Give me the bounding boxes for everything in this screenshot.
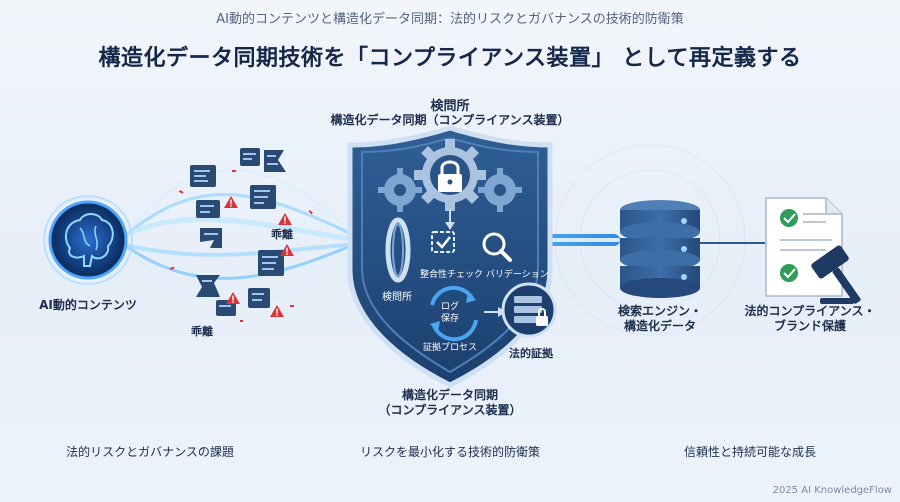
warning-icon bbox=[226, 292, 240, 304]
doc-fragment bbox=[258, 250, 284, 276]
validation-label: 整合性チェック バリデーション bbox=[420, 270, 549, 280]
shield-bottom-subtitle: （コンプライアンス装置） bbox=[378, 403, 522, 417]
database-label-2: 構造化データ bbox=[623, 319, 696, 333]
lock-icon bbox=[438, 160, 462, 192]
validation-check-icon bbox=[431, 231, 455, 253]
doc-fragment-broken bbox=[196, 275, 220, 297]
page-title: 構造化データ同期技術を「コンプライアンス装置」 として再定義する bbox=[98, 46, 802, 71]
warning-icons bbox=[224, 196, 294, 317]
checkpoint-title: 検問所 bbox=[430, 99, 470, 114]
bottom-column-3: 信頼性と持続可能な成長 bbox=[683, 445, 816, 459]
checkpoint-subtitle: 構造化データ同期（コンプライアンス装置） bbox=[330, 113, 570, 127]
gavel-icon bbox=[811, 245, 861, 304]
shield-bottom-title: 構造化データ同期 bbox=[401, 388, 498, 402]
gavel-base bbox=[820, 298, 854, 304]
brain-icon bbox=[43, 195, 133, 285]
doc-fragment-broken bbox=[264, 150, 286, 172]
log-label-1: ログ bbox=[440, 302, 459, 312]
cycle-arrows-icon bbox=[430, 285, 478, 342]
gear-icon bbox=[478, 168, 522, 212]
database-icon bbox=[620, 200, 700, 298]
arrow-down-icon bbox=[445, 210, 455, 230]
content-streams bbox=[117, 169, 363, 304]
evidence-process-label: 証拠プロセス bbox=[422, 343, 477, 353]
deviation-label: 乖離 bbox=[191, 325, 213, 338]
doc-fragment bbox=[190, 165, 216, 187]
gear-icon bbox=[378, 168, 422, 212]
database-label-1: 検索エンジン・ bbox=[617, 304, 702, 318]
warning-icon bbox=[280, 244, 294, 256]
deviation-label: 乖離 bbox=[271, 228, 293, 241]
gate-ring-icon bbox=[385, 217, 411, 283]
legal-label-2: ブランド保護 bbox=[773, 319, 846, 333]
doc-fragment bbox=[240, 148, 260, 166]
legal-label-1: 法的コンプライアンス・ bbox=[744, 304, 876, 318]
bottom-column-1: 法的リスクとガバナンスの課題 bbox=[66, 445, 234, 459]
debris-particles bbox=[170, 170, 313, 322]
warning-icon bbox=[278, 213, 292, 225]
doc-fragment bbox=[250, 185, 276, 209]
doc-fragment-broken bbox=[200, 228, 222, 248]
ai-content-label: AI動的コンテンツ bbox=[39, 298, 137, 312]
evidence-server-icon bbox=[501, 282, 557, 338]
magnifier-icon bbox=[482, 232, 512, 262]
gate-label: 検問所 bbox=[382, 292, 412, 303]
log-label-2: 保存 bbox=[440, 314, 459, 324]
supertitle: AI動的コンテンツと構造化データ同期：法的リスクとガバナンスの技術的防衛策 bbox=[216, 12, 684, 27]
legal-document-icon bbox=[765, 197, 843, 297]
warning-icon bbox=[270, 305, 284, 317]
doc-fragment bbox=[248, 288, 270, 308]
legal-evidence-label: 法的証拠 bbox=[509, 347, 553, 360]
bottom-column-2: リスクを最小化する技術的防衛策 bbox=[359, 445, 540, 459]
warning-icon bbox=[224, 196, 238, 208]
footer-credit: 2025 AI KnowledgeFlow bbox=[772, 485, 892, 496]
doc-fragment bbox=[196, 200, 220, 218]
